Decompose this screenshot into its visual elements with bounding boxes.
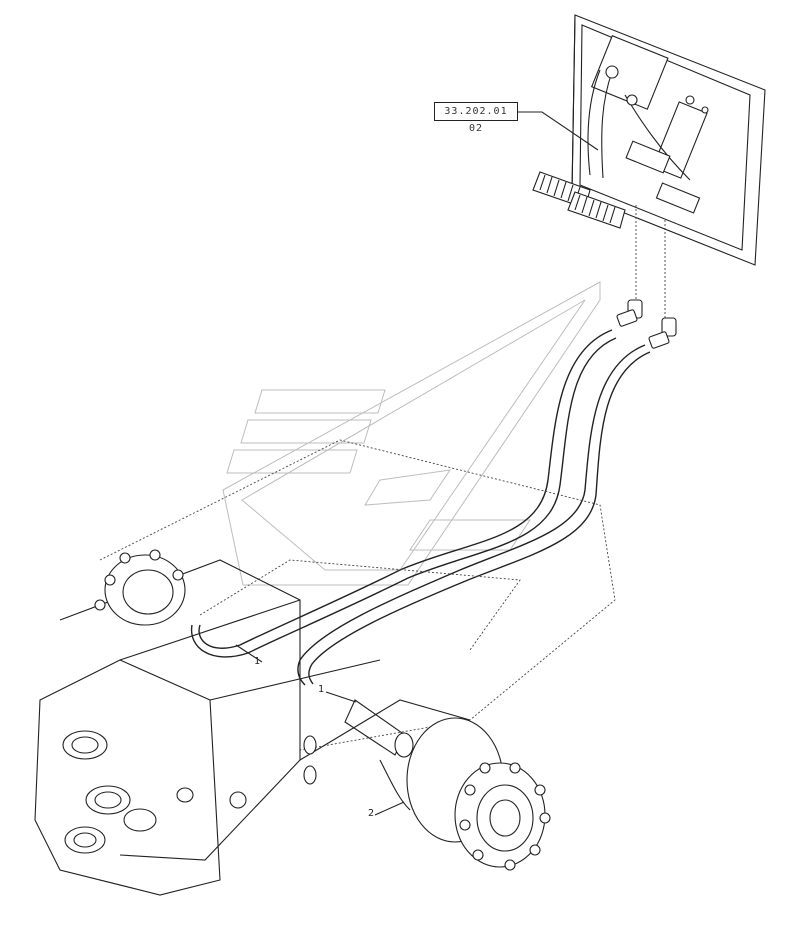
fitting-right[interactable] — [648, 317, 677, 349]
hose-2[interactable] — [297, 344, 651, 686]
reference-label: 33.202.01 02 — [444, 106, 508, 134]
reference-label-box[interactable]: 33.202.01 02 — [434, 102, 518, 134]
callout-leader-1a — [235, 644, 263, 663]
flange-upper-left — [94, 549, 186, 626]
brake-fitting[interactable] — [344, 699, 414, 811]
reference-leader — [518, 111, 599, 151]
axle-housing — [34, 439, 616, 896]
watermark-logo — [222, 281, 601, 586]
callout-leader-1b — [325, 691, 357, 703]
hose-1[interactable] — [190, 329, 617, 658]
fitting-left[interactable] — [616, 299, 643, 327]
callout-leader-2 — [374, 801, 405, 816]
pedal-right[interactable] — [567, 191, 626, 229]
callout-1b: 1 — [318, 684, 325, 695]
callout-2: 2 — [368, 808, 375, 819]
callout-1a: 1 — [254, 656, 261, 667]
pedal-assembly[interactable] — [571, 14, 766, 266]
wheel-hub — [406, 717, 551, 871]
